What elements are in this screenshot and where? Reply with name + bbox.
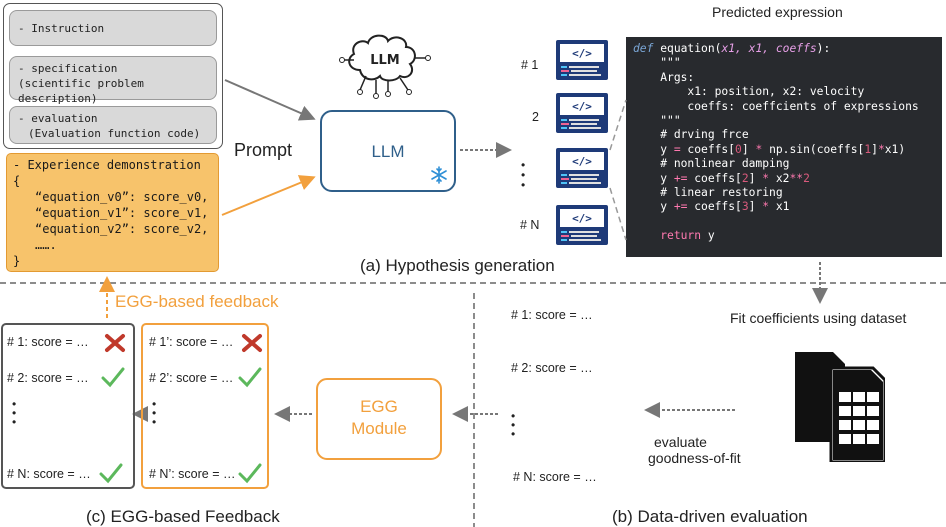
candidate-label-n: # N — [520, 218, 540, 232]
zoom-line-bottom — [609, 187, 627, 241]
experience-line-2: “equation_v1”: score_v1, — [35, 206, 209, 220]
experience-close: } — [13, 254, 21, 268]
candidate-ellipsis: • • • — [521, 158, 526, 192]
check-icon-rescored-2 — [238, 367, 262, 388]
code-panel: def equation(x1, x1, coeffs): """ Args: … — [626, 37, 942, 257]
instruction-text: - Instruction — [18, 22, 105, 35]
prompt-label: Prompt — [234, 140, 293, 160]
hypothesis-label: (a) Hypothesis generation — [360, 256, 555, 275]
svg-text:</>: </> — [572, 100, 592, 113]
experience-box: - Experience demonstration { “equation_v0”… — [6, 153, 219, 272]
candidate-label-2: 2 — [532, 110, 539, 124]
evaluation-box: - evaluation (Evaluation function code) — [9, 106, 217, 144]
experience-open: { — [13, 174, 21, 188]
llm-label: LLM — [371, 142, 405, 161]
score-2: # 2: score = … — [7, 371, 89, 385]
check-icon-n — [99, 463, 123, 484]
egg-module-line-1: EGG — [360, 397, 398, 416]
evaluate-label: evaluate goodness-of-fit — [648, 434, 741, 466]
rescored-1: # 1’: score = … — [149, 335, 234, 349]
experience-line-1: “equation_v0”: score_v0, — [35, 190, 209, 204]
score-1: # 1: score = … — [7, 335, 89, 349]
egg-module-line-2: Module — [351, 419, 407, 438]
specification-desc: (scientific problem description) — [18, 77, 144, 105]
evaluate-line-2: goodness-of-fit — [648, 450, 741, 466]
data-driven-label: (b) Data-driven evaluation — [612, 507, 808, 526]
experience-line-3: “equation_v2”: score_v2, — [35, 222, 209, 236]
code-file-icon-1: </> — [556, 40, 608, 80]
rescored-box — [141, 323, 269, 489]
mid-score-ellipsis: ••• — [511, 409, 516, 441]
rescored-n: # N’: score = … — [149, 467, 236, 481]
mid-score-2: # 2: score = … — [511, 361, 593, 375]
code-file-icon-2: </> — [556, 93, 608, 133]
svg-text:</>: </> — [572, 212, 592, 225]
check-icon-2 — [101, 367, 125, 388]
candidate-label-1: # 1 — [521, 58, 539, 72]
experience-line-4: ……. — [35, 238, 57, 252]
rescored-ellipsis: ••• — [152, 397, 157, 429]
cross-icon-1 — [105, 334, 125, 352]
cross-icon-rescored-1 — [242, 334, 262, 352]
code-file-icon-n: </> — [556, 205, 608, 245]
fit-label: Fit coefficients using dataset — [730, 310, 907, 326]
prompt-to-llm-arrow — [224, 79, 316, 121]
evaluate-line-1: evaluate — [654, 434, 707, 450]
brain-icon: LLM — [339, 34, 431, 99]
llm-box: LLM — [320, 110, 456, 192]
scores-ellipsis: ••• — [12, 397, 17, 429]
llm-icon-text: LLM — [370, 53, 400, 68]
egg-feedback-label: (c) EGG-based Feedback — [86, 507, 280, 526]
specification-title: - specification — [18, 62, 118, 75]
prompt-container — [3, 3, 223, 149]
feedback-arrow-label: EGG-based feedback — [115, 292, 279, 311]
dataset-icon — [795, 352, 885, 462]
snowflake-icon — [431, 166, 447, 184]
mid-score-1: # 1: score = … — [511, 308, 593, 322]
rescored-2: # 2’: score = … — [149, 371, 234, 385]
experience-to-llm-arrow — [221, 175, 316, 216]
instruction-box: - Instruction — [9, 10, 217, 46]
specification-box: - specification (scientific problem desc… — [9, 56, 217, 105]
zoom-line-top — [609, 99, 627, 151]
scores-box — [1, 323, 135, 489]
experience-title: - Experience demonstration — [13, 158, 201, 172]
mid-score-n: # N: score = … — [513, 470, 597, 484]
svg-text:</>: </> — [572, 155, 592, 168]
check-icon-rescored-n — [238, 463, 262, 484]
code-file-icon-3: </> — [556, 148, 608, 188]
predicted-title: Predicted expression — [712, 4, 843, 20]
svg-text:</>: </> — [572, 47, 592, 60]
score-n: # N: score = … — [7, 467, 91, 481]
evaluation-title: - evaluation — [18, 112, 98, 125]
egg-module-box: EGG Module — [316, 378, 442, 460]
evaluation-desc: (Evaluation function code) — [28, 127, 201, 140]
